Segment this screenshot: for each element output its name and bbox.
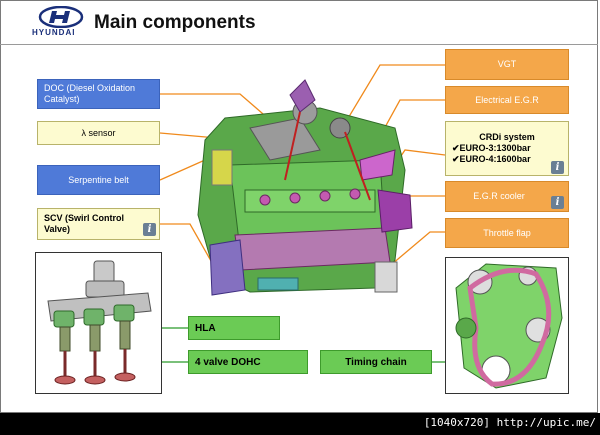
title-divider xyxy=(0,44,598,45)
throttle-flap-label: Throttle flap xyxy=(445,218,569,248)
vgt-label: VGT xyxy=(445,49,569,80)
crdi-info-icon[interactable]: i xyxy=(551,161,564,174)
scv-info-icon[interactable]: i xyxy=(143,223,156,236)
page-title: Main components xyxy=(94,12,256,33)
dohc-label: 4 valve DOHC xyxy=(188,350,308,374)
timing-chain-panel xyxy=(445,257,569,394)
egr-cooler-label: E.G.R cooler xyxy=(445,181,569,212)
bottom-bar xyxy=(0,413,600,435)
slide-frame xyxy=(0,0,598,413)
serpentine-belt-label: Serpentine belt xyxy=(37,165,160,195)
doc-label: DOC (Diesel Oxidation Catalyst) xyxy=(37,79,160,109)
watermark-text: [1040x720] http://upic.me/ xyxy=(423,416,596,429)
valvetrain-panel xyxy=(35,252,162,394)
crdi-title: CRDi system xyxy=(479,132,535,142)
electrical-egr-label: Electrical E.G.R xyxy=(445,86,569,114)
leader-doc xyxy=(160,93,271,121)
scv-label: SCV (Swirl Control Valve) xyxy=(37,208,160,240)
brand-wordmark: HYUNDAI xyxy=(32,28,76,37)
valvetrain-illustration xyxy=(47,260,152,385)
leader-serpentine xyxy=(159,159,206,181)
hyundai-logo-icon xyxy=(38,6,84,28)
hla-label: HLA xyxy=(188,316,280,340)
egr-cooler-info-icon[interactable]: i xyxy=(551,196,564,209)
timing-chain-label: Timing chain xyxy=(320,350,432,374)
crdi-euro4: ✔EURO-4:1600bar xyxy=(452,154,531,164)
engine-body xyxy=(197,79,413,296)
leader-scv xyxy=(160,223,216,269)
lambda-sensor-label: λ sensor xyxy=(37,121,160,145)
leader-throttle xyxy=(384,231,445,271)
timing-chain-illustration xyxy=(455,263,563,389)
crdi-system-box: CRDi system ✔EURO-3:1300bar ✔EURO-4:1600… xyxy=(445,121,569,176)
crdi-euro3: ✔EURO-3:1300bar xyxy=(452,143,531,153)
